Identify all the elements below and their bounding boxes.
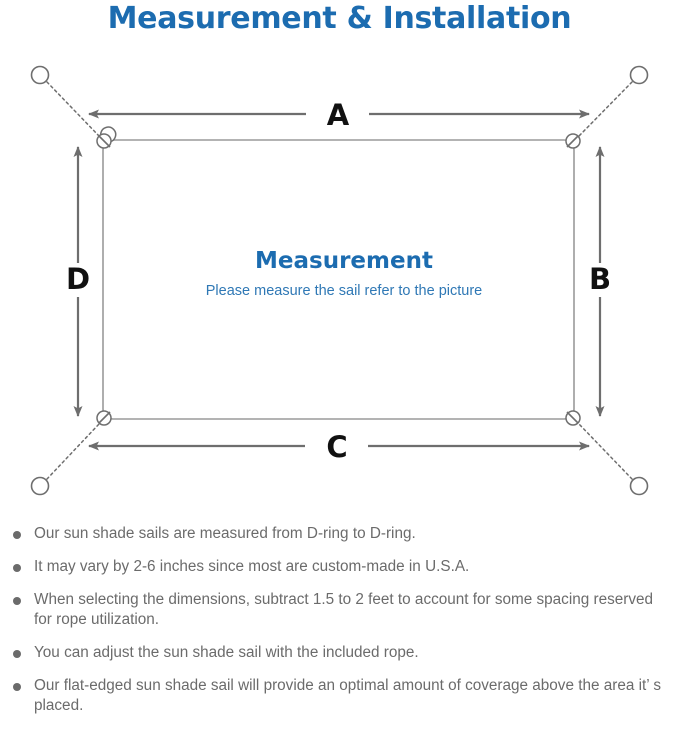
sail-d-ring-bars [98,135,579,424]
dimension-a-label: A [327,98,350,132]
notes-list: Our sun shade sails are measured from D-… [0,524,679,729]
bullet-icon [13,597,21,605]
rope-bottom-right [578,423,633,480]
sail-body [102,139,575,420]
anchor-ring-top-left-icon [30,65,50,85]
rope-lines [46,81,633,480]
anchor-ring-bottom-right-icon [629,476,649,496]
anchor-rings [30,65,649,496]
dimension-b-label: B [589,262,611,296]
note-text: You can adjust the sun shade sail with t… [34,644,419,661]
rope-bottom-left [46,423,100,480]
bullet-icon [13,531,21,539]
dimension-c-label: C [326,430,347,464]
list-item: Our sun shade sails are measured from D-… [4,524,665,544]
measurement-diagram: A C D B Measurement Please measure the s… [0,46,679,516]
bullet-icon [13,683,21,691]
bullet-icon [13,650,21,658]
rope-top-left [46,81,100,137]
rope-top-right [578,81,633,137]
note-text: It may vary by 2-6 inches since most are… [34,558,470,575]
list-item: You can adjust the sun shade sail with t… [4,643,665,663]
bullet-icon [13,564,21,572]
d-ring-br-bar [566,411,579,424]
note-text: Our flat-edged sun shade sail will provi… [34,677,661,714]
d-ring-bl-bar [98,411,111,424]
list-item: It may vary by 2-6 inches since most are… [4,557,665,577]
list-item: When selecting the dimensions, subtract … [4,590,665,630]
anchor-ring-bottom-left-icon [30,476,50,496]
measurement-diagram-svg: A C D B Measurement Please measure the s… [30,65,649,496]
d-ring-tl-bar [98,135,111,148]
note-text: Our sun shade sails are measured from D-… [34,525,416,542]
diagram-center-title: Measurement [255,248,433,274]
d-ring-tr-bar [566,135,579,148]
page-title: Measurement & Installation [107,1,572,36]
note-text: When selecting the dimensions, subtract … [34,591,654,628]
anchor-ring-top-right-icon [629,65,649,85]
dimension-d-label: D [66,262,90,296]
diagram-center-subtitle: Please measure the sail refer to the pic… [206,283,482,299]
list-item: Our flat-edged sun shade sail will provi… [4,676,665,716]
